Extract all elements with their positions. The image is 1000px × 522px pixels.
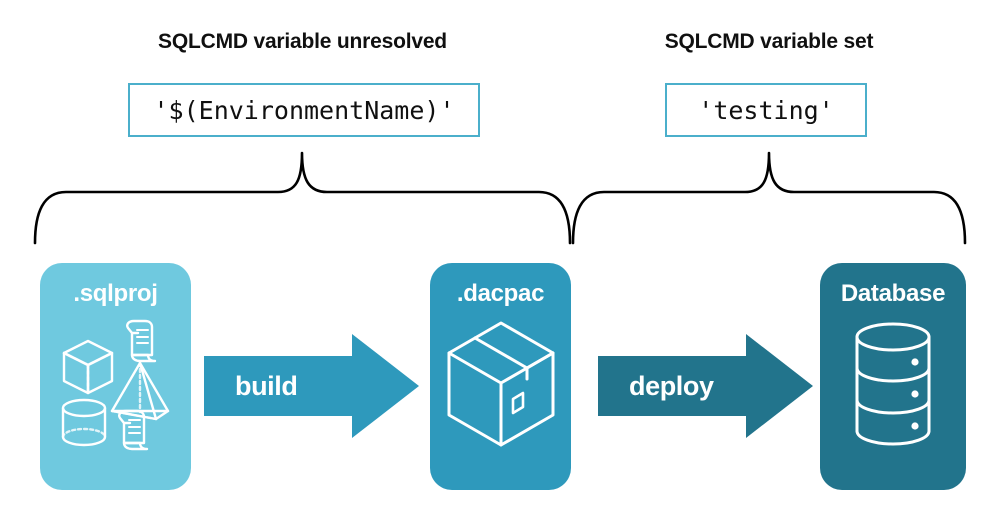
dacpac-artwork	[430, 315, 571, 455]
brace-left	[30, 150, 575, 250]
flow-node-database-label: Database	[840, 280, 946, 307]
cylinder-icon	[61, 398, 106, 447]
section-heading-left: SQLCMD variable unresolved	[158, 30, 447, 53]
arrow-deploy-icon	[598, 334, 813, 438]
section-heading-right: SQLCMD variable set	[664, 30, 874, 53]
brace-right	[568, 150, 970, 250]
flow-node-sqlproj-label: .sqlproj	[73, 280, 158, 307]
brace-left-icon	[33, 151, 572, 245]
code-value-left-text: '$(EnvironmentName)'	[153, 95, 455, 125]
cube-icon	[62, 339, 113, 395]
code-value-box-left: '$(EnvironmentName)'	[128, 83, 480, 137]
arrow-deploy: deploy	[598, 334, 813, 443]
flow-node-database: Database	[820, 263, 966, 490]
scroll-icon	[125, 319, 156, 363]
scroll-icon	[117, 409, 148, 451]
flow-node-dacpac: .dacpac	[430, 263, 571, 490]
arrow-build: build	[204, 334, 419, 443]
brace-right-icon	[571, 151, 967, 245]
sqlproj-artwork	[40, 315, 191, 455]
database-cylinder-icon	[855, 322, 931, 446]
code-value-box-right: 'testing'	[665, 83, 867, 137]
arrow-build-icon	[204, 334, 419, 438]
flow-node-dacpac-label: .dacpac	[456, 280, 545, 307]
package-box-icon	[447, 321, 554, 447]
database-artwork	[820, 315, 966, 455]
flow-node-sqlproj: .sqlproj	[40, 263, 191, 490]
code-value-right-text: 'testing'	[698, 95, 834, 125]
